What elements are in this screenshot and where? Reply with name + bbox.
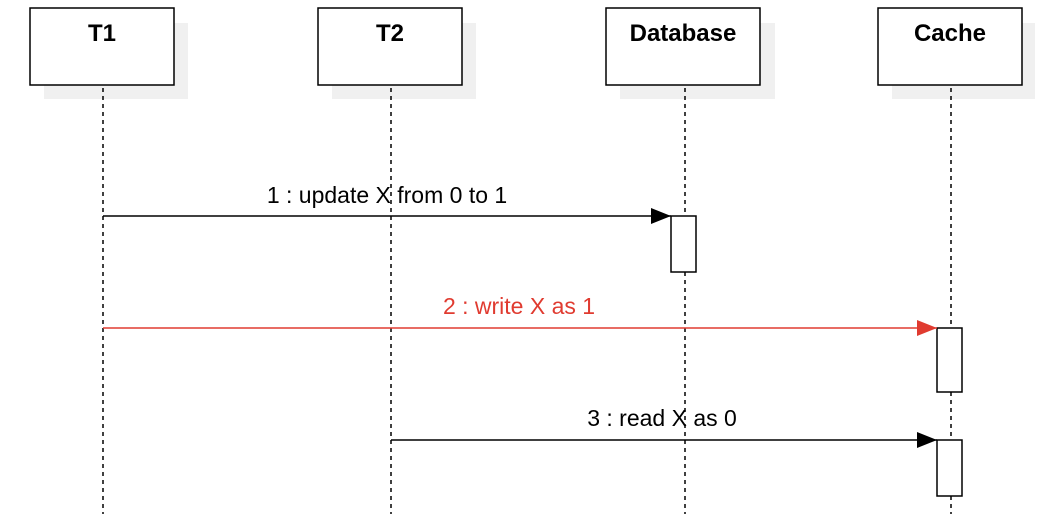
participant-database: Database: [605, 7, 775, 514]
message-label-3: 3 : read X as 0: [587, 405, 737, 431]
participant-label-t2: T2: [376, 20, 404, 47]
activation-bar-cache-read: [936, 439, 963, 497]
message-1: 1 : update X from 0 to 1: [103, 182, 671, 224]
participant-box: [29, 7, 175, 86]
participant-box: [317, 7, 463, 86]
participant-cache: Cache: [877, 7, 1035, 514]
participant-t1: T1: [29, 7, 188, 514]
message-label-1: 1 : update X from 0 to 1: [267, 182, 507, 208]
activation-bar-cache-write: [936, 327, 963, 393]
participant-label-database: Database: [630, 20, 737, 47]
participant-t2: T2: [317, 7, 476, 514]
participant-label-cache: Cache: [914, 20, 986, 47]
message-2: 2 : write X as 1: [103, 293, 937, 336]
participant-box: [605, 7, 761, 86]
activation-bar-database: [670, 215, 697, 273]
participant-label-t1: T1: [88, 20, 116, 47]
participant-box: [877, 7, 1023, 86]
message-3: 3 : read X as 0: [391, 405, 937, 448]
message-label-2: 2 : write X as 1: [443, 293, 595, 319]
